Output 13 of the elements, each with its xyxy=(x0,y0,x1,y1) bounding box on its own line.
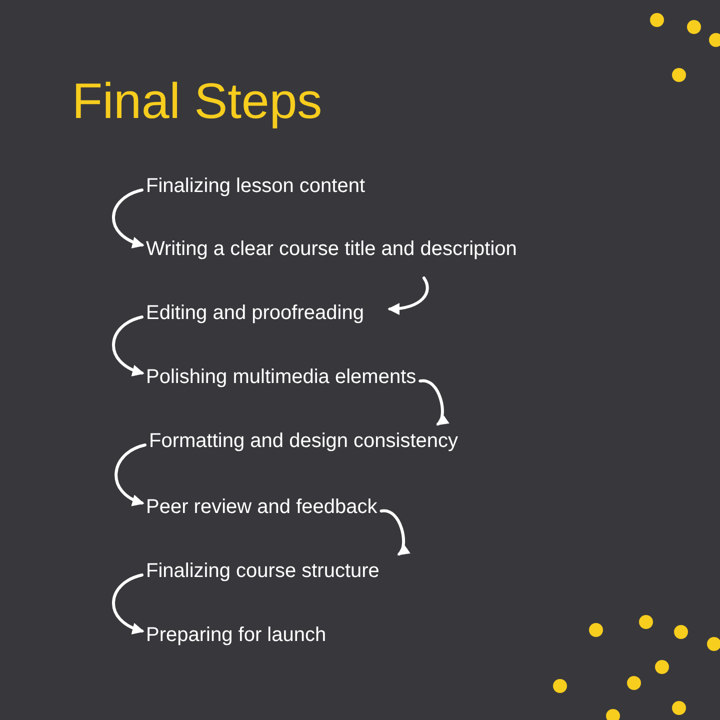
step-text: Finalizing course structure xyxy=(146,558,380,584)
step-text: Preparing for launch xyxy=(146,622,326,648)
step-text: Polishing multimedia elements xyxy=(146,364,416,390)
curved-arrow xyxy=(112,316,144,376)
curved-arrow xyxy=(114,444,146,506)
step-text: Peer review and feedback xyxy=(146,494,378,520)
step-text: Editing and proofreading xyxy=(146,300,364,326)
step-text: Formatting and design consistency xyxy=(149,428,458,454)
curved-arrow xyxy=(112,188,144,248)
title: Final Steps xyxy=(72,72,322,130)
step-text: Writing a clear course title and description xyxy=(146,236,517,262)
step-text: Finalizing lesson content xyxy=(146,173,366,199)
curved-arrow xyxy=(112,574,144,634)
